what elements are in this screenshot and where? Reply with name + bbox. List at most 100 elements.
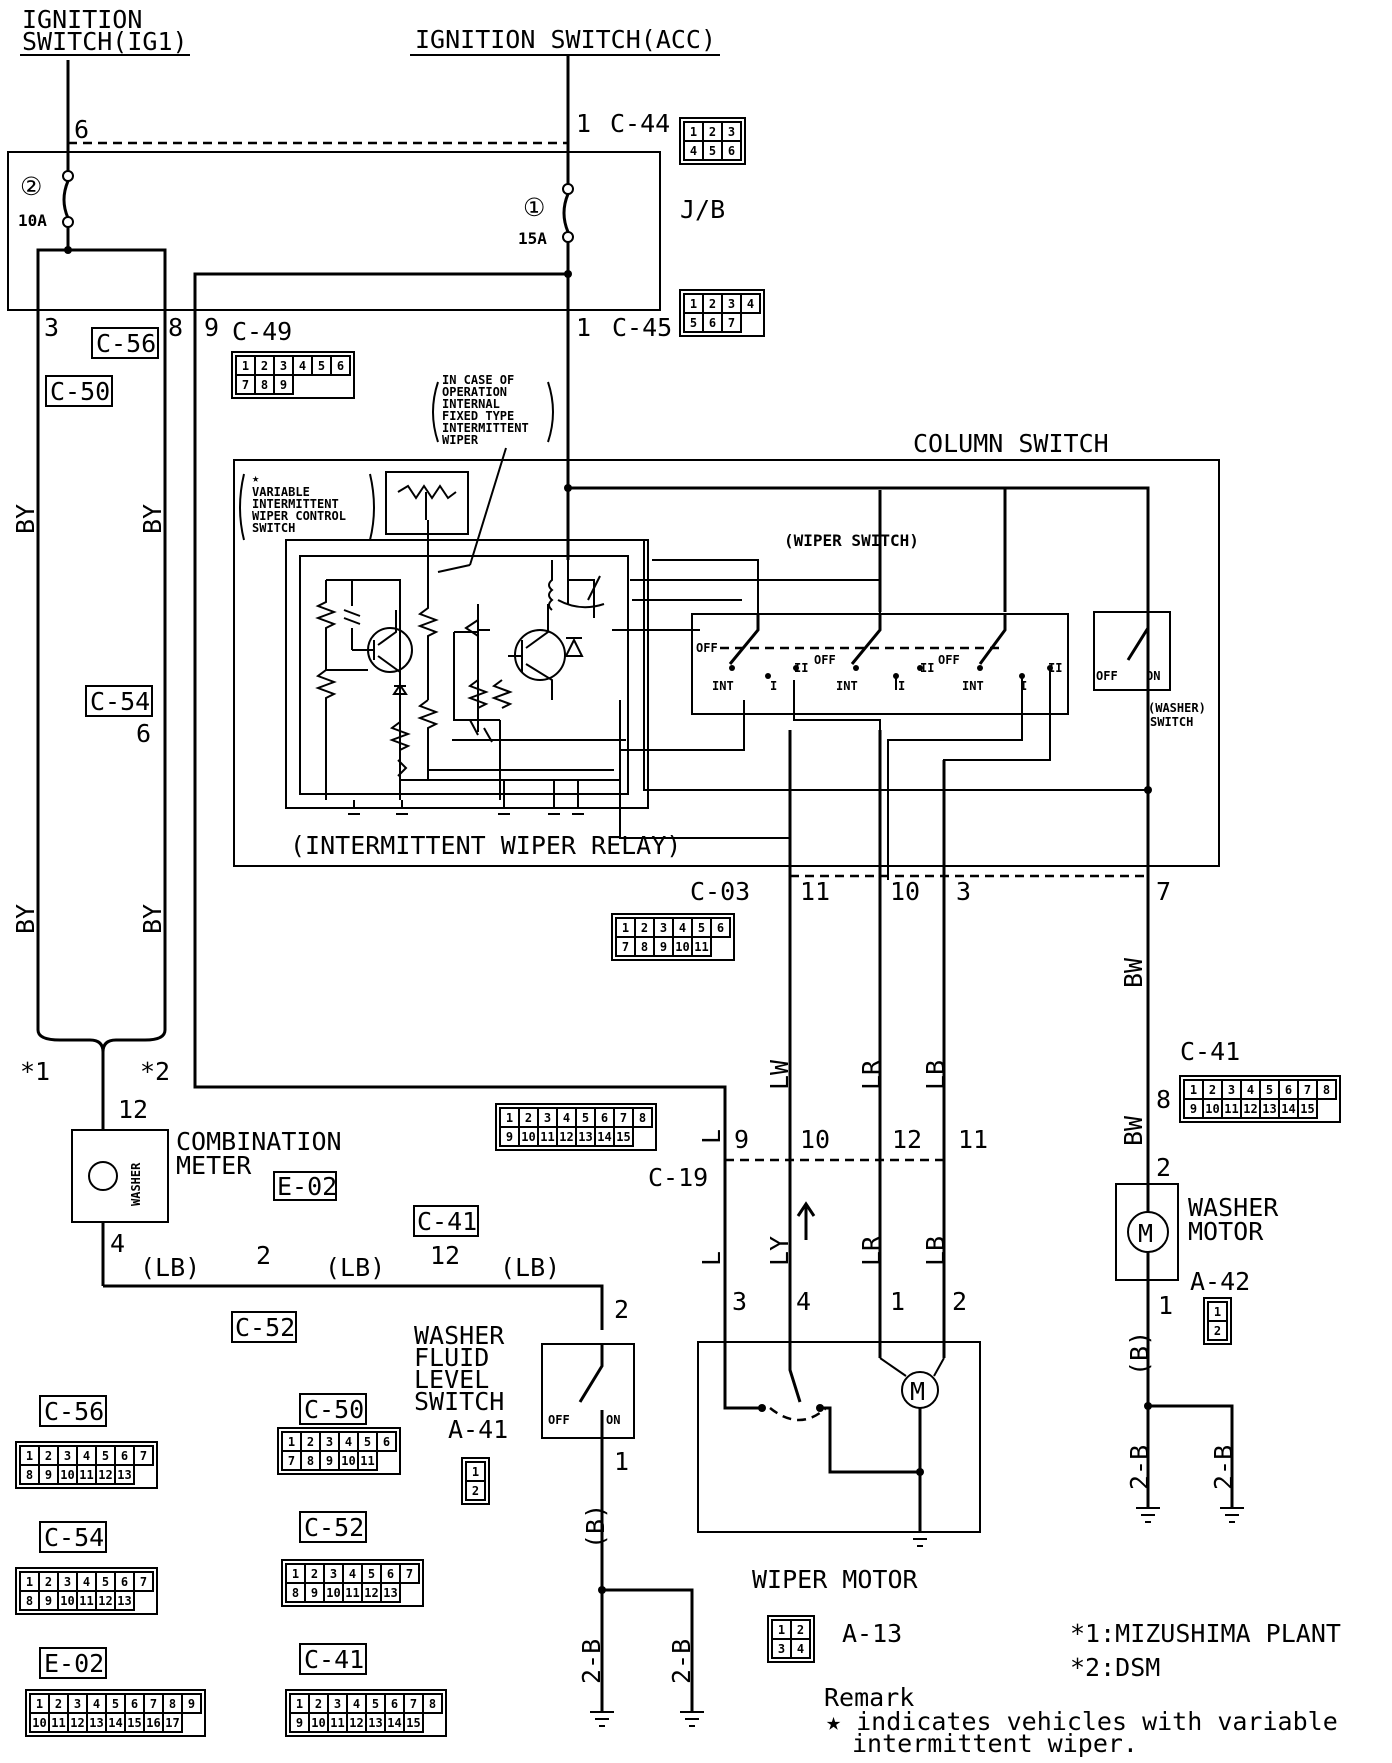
note-var-2: INTERMITTENT (252, 497, 339, 511)
connector-pin-label: 9 (311, 1586, 318, 1600)
connector-pin-label: 7 (728, 316, 735, 330)
wire-by-4: BY (138, 904, 167, 934)
connector-pin-label: 5 (709, 144, 716, 158)
note-fixed-1: IN CASE OF (442, 373, 514, 387)
wire-by-3: BY (11, 904, 40, 934)
connector-pin-label: 9 (45, 1594, 52, 1608)
connector-pin-label: 11 (694, 940, 708, 954)
connector-pin-label: 2 (55, 1697, 62, 1711)
connector-pin-label: 11 (79, 1468, 93, 1482)
connector-pin-label: 11 (51, 1716, 65, 1730)
wire-lb-2: (LB) (325, 1253, 385, 1282)
a13-label: A-13 (842, 1619, 902, 1648)
star1-mark: *1 (20, 1057, 50, 1086)
legend-e02: E-02 (44, 1649, 104, 1678)
wire-lw: LW (765, 1059, 794, 1090)
motor-symbol-1: M (910, 1377, 925, 1406)
wire-lr-1: LR (857, 1059, 886, 1090)
connector-pin-cell (114, 1464, 135, 1485)
pin-10-c19: 10 (800, 1125, 830, 1154)
connector-pin-label: 11 (360, 1454, 374, 1468)
connector-pin-label: 14 (108, 1716, 122, 1730)
acc-title: IGNITION SWITCH(ACC) (415, 25, 716, 54)
pin-8-c41: 8 (1156, 1085, 1171, 1114)
washer-motor-line1: WASHER (1188, 1193, 1279, 1222)
connector-pin-cell (181, 1693, 202, 1714)
connector-pin-label: 8 (261, 378, 268, 392)
wiper-motor-box (697, 1341, 981, 1533)
junction-block-label: J/B (680, 195, 725, 224)
connector-pin-label: 1 (26, 1575, 33, 1589)
c54-tag: C-54 (90, 687, 150, 716)
wire-lb-v2: LB (921, 1236, 950, 1266)
connector-pin-label: 1 (472, 1465, 479, 1479)
connector-pin-label: 5 (318, 359, 325, 373)
connector-pin-cell (133, 1571, 154, 1592)
connector-pin-cell (357, 1450, 378, 1471)
connector-pin-label: 5 (582, 1111, 589, 1125)
connector-pin-label: 4 (83, 1449, 90, 1463)
wfls-line3: LEVEL (414, 1365, 489, 1394)
connector-pin-label: 1 (288, 1435, 295, 1449)
connector-pin-label: 14 (1281, 1102, 1295, 1116)
connector-pin-label: 3 (728, 297, 735, 311)
connector-pin-label: 6 (337, 359, 344, 373)
c45-label: C-45 (612, 313, 672, 342)
ws-int-2: INT (836, 679, 858, 693)
wfls-off: OFF (548, 1413, 570, 1427)
note-fixed-6: WIPER (442, 433, 479, 447)
ground-icon-2 (680, 1711, 704, 1727)
connector-pin-label: 1 (242, 359, 249, 373)
connector-pin-label: 15 (616, 1130, 630, 1144)
connector-pin-label: 3 (778, 1642, 785, 1656)
ground-icon-3 (1136, 1507, 1160, 1523)
ground-4: 2-B (1209, 1445, 1238, 1490)
connector-pin-label: 13 (578, 1130, 592, 1144)
c03-label: C-03 (690, 877, 750, 906)
c50-tag: C-50 (50, 377, 110, 406)
connector-pin-label: 5 (364, 1435, 371, 1449)
pin-4-a13: 4 (796, 1287, 811, 1316)
legend-c52: C-52 (304, 1513, 364, 1542)
ws-two-2: II (920, 661, 934, 675)
connector-pin-label: 7 (406, 1567, 413, 1581)
note-fixed-4: FIXED TYPE (442, 409, 514, 423)
pin-6-ig1: 6 (74, 115, 89, 144)
connector-pin-label: 4 (1247, 1083, 1254, 1097)
ws-int-3: INT (962, 679, 984, 693)
connector-pin-label: 13 (117, 1594, 131, 1608)
connector-pin-label: 2 (261, 359, 268, 373)
connector-pin-label: 8 (639, 1111, 646, 1125)
connector-pin-label: 10 (32, 1716, 46, 1730)
connector-pin-label: 1 (296, 1697, 303, 1711)
connector-pin-label: 5 (690, 316, 697, 330)
connector-pin-label: 4 (299, 359, 306, 373)
connector-pin-label: 8 (307, 1454, 314, 1468)
connector-pin-label: 7 (140, 1575, 147, 1589)
connector-pin-label: 14 (387, 1716, 401, 1730)
a42-connector-face: 12 (1203, 1297, 1232, 1345)
connector-pin-label: 3 (544, 1111, 551, 1125)
wire-by-2: BY (138, 504, 167, 534)
pin-7-c03: 7 (1156, 877, 1171, 906)
connector-pin-label: 7 (620, 1111, 627, 1125)
connector-pin-label: 8 (641, 940, 648, 954)
connector-pin-label: 2 (709, 297, 716, 311)
connector-pin-cell (710, 917, 731, 938)
connector-pin-label: 6 (1285, 1083, 1292, 1097)
ws-one-2: I (898, 679, 905, 693)
wire-bw-2: BW (1119, 1115, 1148, 1146)
ws-one-1: I (770, 679, 777, 693)
connector-pin-cell (403, 1712, 424, 1733)
connector-pin-label: 3 (1228, 1083, 1235, 1097)
connector-pin-cell (1207, 1320, 1228, 1341)
connector-pin-label: 1 (506, 1111, 513, 1125)
connector-pin-label: 9 (660, 940, 667, 954)
pin-1-c45: 1 (576, 313, 591, 342)
a41-connector-face: 12 (461, 1457, 490, 1505)
connector-pin-label: 11 (540, 1130, 554, 1144)
connector-pin-cell (114, 1590, 135, 1611)
